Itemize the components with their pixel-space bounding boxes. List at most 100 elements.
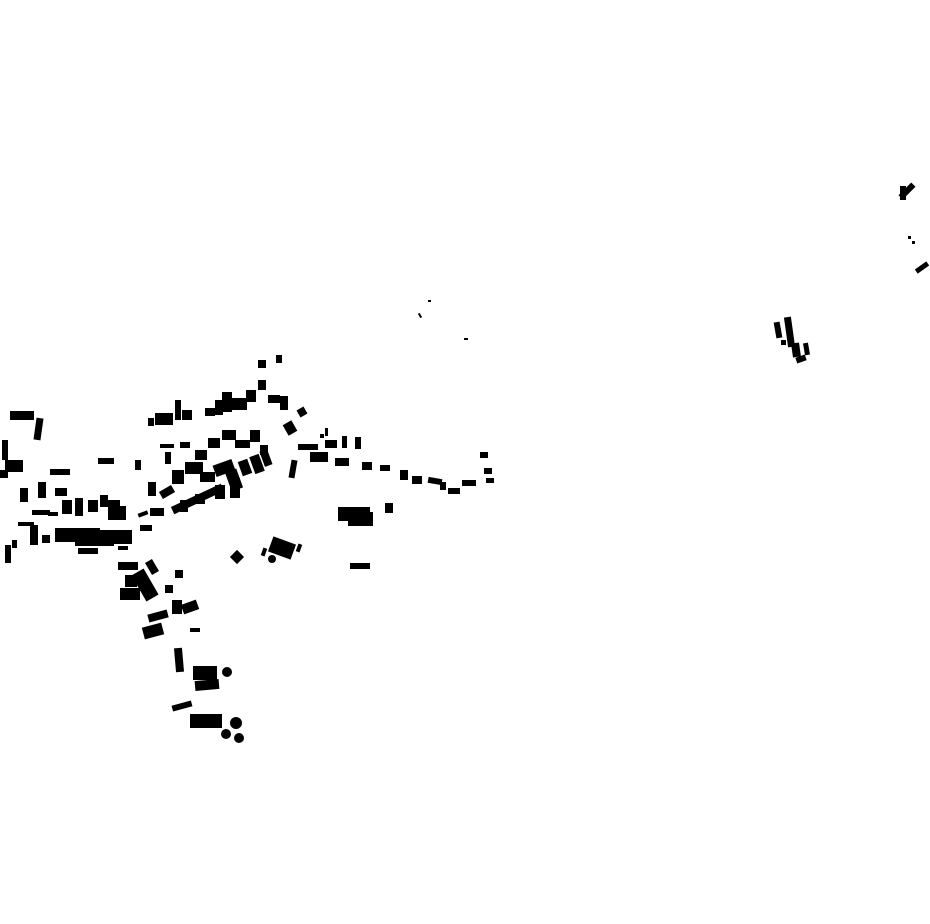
building: [148, 482, 156, 496]
building: [88, 500, 98, 512]
building: [172, 470, 184, 484]
building: [440, 482, 446, 490]
building: [137, 510, 149, 518]
building: [448, 488, 460, 494]
building: [232, 398, 247, 410]
building: [276, 355, 282, 363]
building: [118, 562, 138, 570]
building: [195, 450, 207, 460]
silo: [222, 667, 232, 677]
building: [212, 458, 236, 478]
building: [295, 543, 303, 553]
building: [484, 468, 492, 474]
building: [900, 186, 906, 200]
building: [120, 588, 140, 600]
building: [215, 485, 225, 499]
building: [100, 495, 108, 507]
building: [428, 300, 431, 302]
building: [259, 449, 273, 467]
building: [229, 549, 245, 565]
building: [20, 488, 28, 502]
building: [246, 390, 256, 402]
building: [412, 476, 422, 484]
silo: [268, 555, 276, 563]
building: [42, 535, 50, 543]
building: [32, 510, 50, 515]
building: [260, 547, 268, 557]
building: [912, 241, 915, 244]
building: [78, 548, 98, 554]
building: [33, 417, 44, 441]
building: [10, 411, 34, 420]
building: [325, 440, 337, 448]
building: [205, 408, 215, 416]
building: [185, 462, 203, 474]
building: [131, 568, 159, 602]
building: [190, 628, 200, 632]
building: [38, 482, 46, 498]
building: [200, 472, 215, 482]
building: [222, 392, 232, 412]
building: [0, 470, 8, 478]
building: [98, 458, 114, 464]
building: [486, 478, 494, 483]
building: [100, 530, 114, 546]
building: [325, 428, 328, 436]
building: [180, 500, 188, 512]
building: [350, 563, 370, 569]
building: [260, 445, 268, 455]
building: [795, 354, 807, 364]
building: [175, 400, 181, 420]
building: [268, 395, 280, 403]
building: [145, 558, 159, 576]
building: [155, 413, 173, 425]
building: [773, 321, 783, 339]
building: [427, 476, 443, 486]
building: [791, 342, 801, 358]
building: [417, 312, 423, 319]
building: [147, 609, 169, 623]
building: [362, 462, 372, 470]
building: [195, 494, 205, 504]
silo: [230, 717, 242, 729]
building: [5, 545, 11, 563]
building: [182, 410, 192, 420]
building: [55, 528, 75, 542]
building: [320, 434, 324, 438]
building: [914, 261, 930, 274]
building: [140, 525, 152, 531]
building: [348, 512, 373, 526]
building: [158, 485, 176, 499]
building: [18, 522, 34, 526]
building: [172, 600, 182, 614]
building: [280, 396, 288, 410]
building: [464, 338, 468, 340]
building: [62, 500, 72, 514]
building: [249, 453, 265, 475]
building: [215, 400, 223, 415]
building: [135, 460, 141, 470]
building: [310, 452, 328, 462]
building: [108, 500, 120, 520]
building: [267, 536, 297, 560]
silo: [221, 729, 231, 739]
building: [114, 530, 132, 544]
building: [160, 444, 174, 448]
building: [296, 406, 308, 418]
building: [5, 460, 23, 472]
building: [75, 498, 83, 516]
building: [12, 540, 17, 548]
silo: [234, 733, 244, 743]
building: [258, 360, 266, 368]
building: [55, 488, 67, 496]
building: [342, 436, 347, 448]
building: [462, 480, 476, 486]
building: [208, 438, 220, 448]
building: [165, 452, 171, 464]
building: [288, 459, 298, 479]
building: [781, 340, 786, 345]
building: [141, 622, 165, 640]
building: [50, 469, 70, 475]
building: [193, 666, 217, 680]
